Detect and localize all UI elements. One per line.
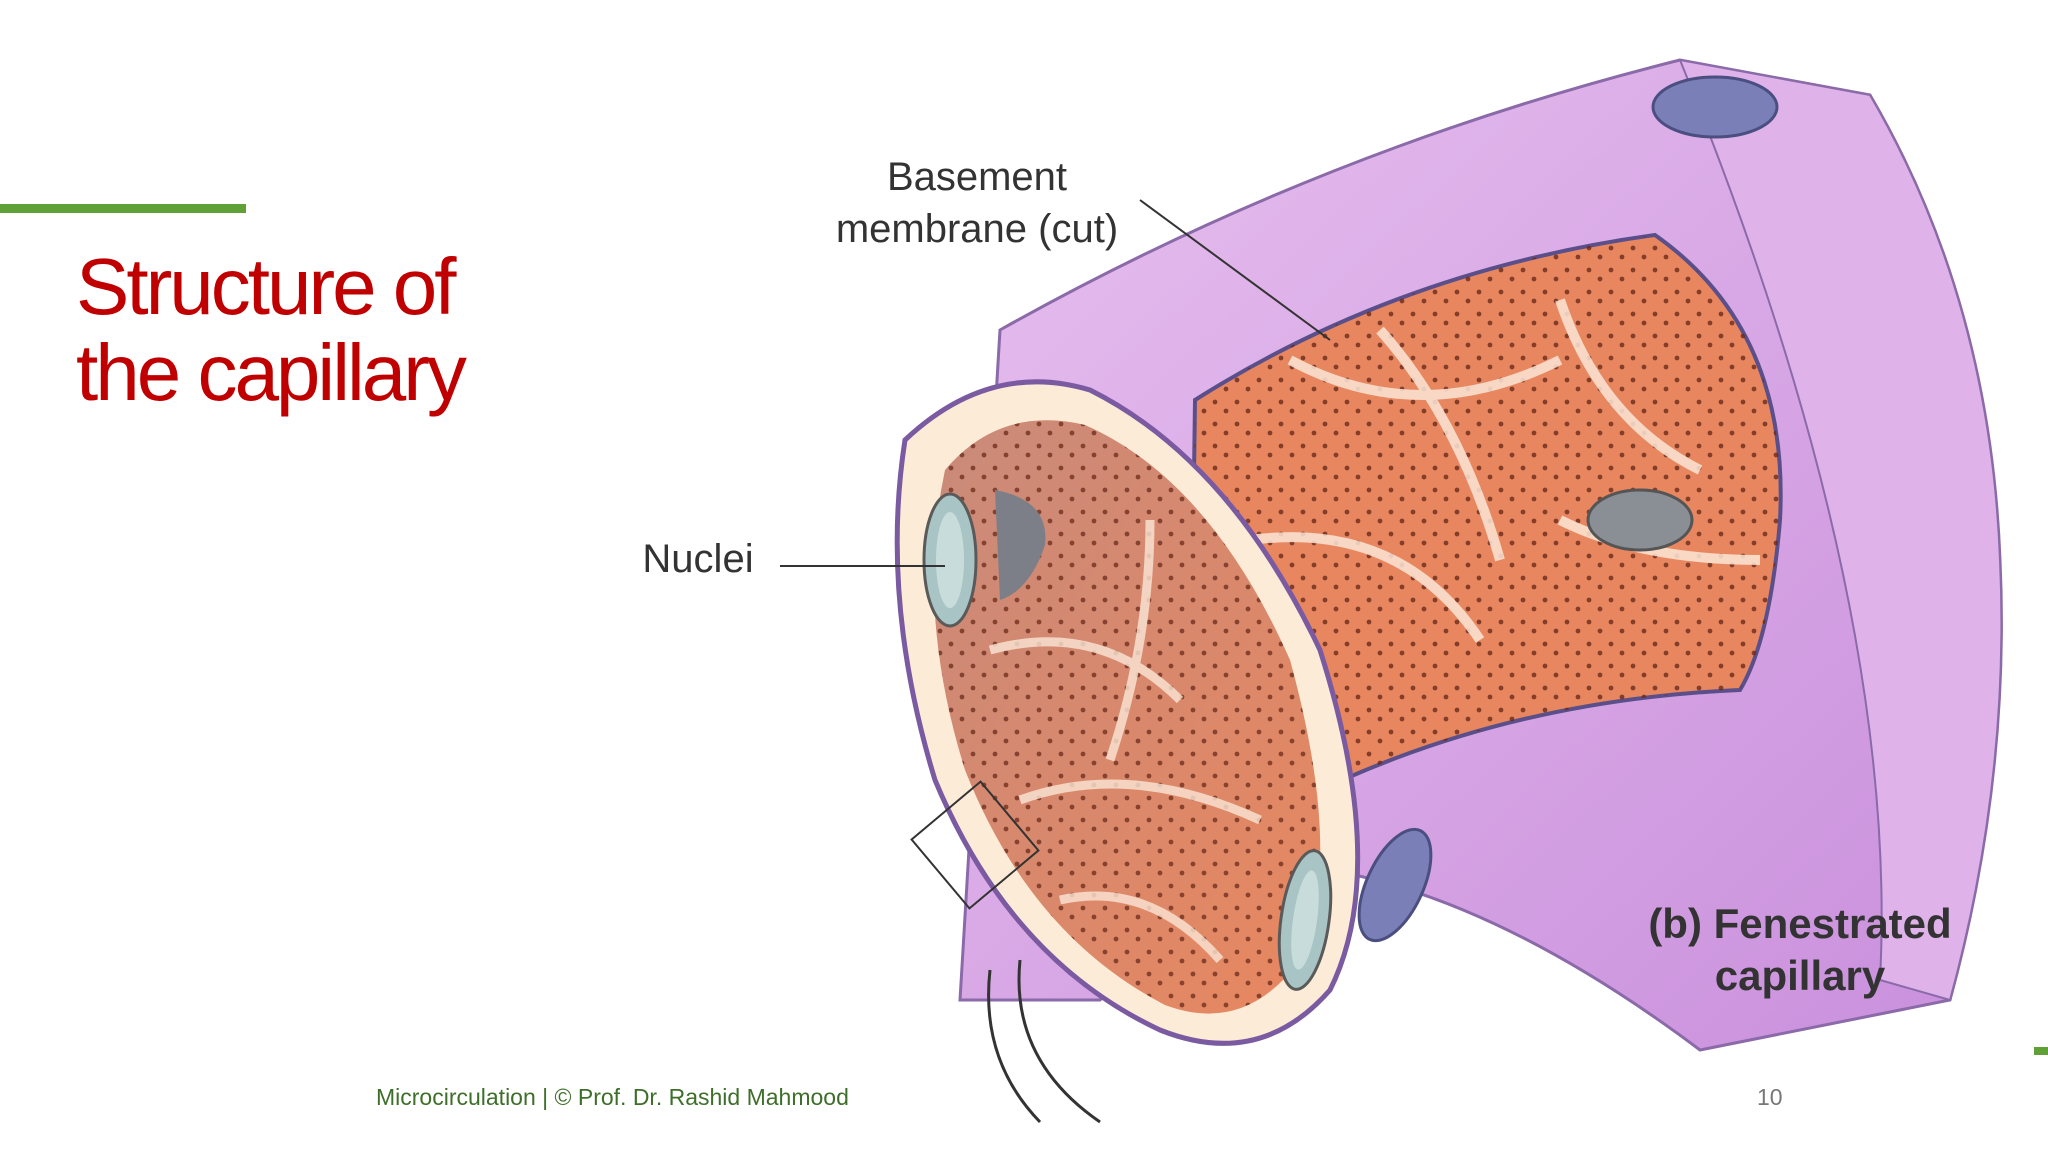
footer-text: Microcirculation | © Prof. Dr. Rashid Ma… — [376, 1084, 849, 1110]
nucleus-window — [1586, 488, 1694, 552]
label-basement-line-1: Basement — [887, 155, 1067, 199]
nucleus-outer-bottom — [1357, 827, 1433, 943]
caption-line-1: (b) Fenestrated — [1648, 900, 1951, 947]
fenestrated-capillary-illustration: Basement membrane (cut) Nuclei (b) Fenes… — [642, 58, 2003, 1124]
slide-title-line-1: Structure of — [76, 242, 457, 331]
label-nuclei: Nuclei — [642, 537, 753, 581]
basement-membrane-leader — [1139, 199, 1331, 341]
nucleus-outer-top — [1651, 75, 1779, 139]
accent-bar-left — [0, 204, 246, 213]
pointer-curve — [987, 969, 1042, 1124]
slide-title-line-2: the capillary — [76, 328, 467, 417]
accent-bar-right — [2034, 1047, 2048, 1055]
slide-title: Structure of the capillary — [76, 244, 596, 416]
label-basement-line-2: membrane (cut) — [836, 207, 1118, 251]
lumen-cell-boundaries — [988, 519, 1262, 963]
caption-line-2: capillary — [1715, 952, 1886, 999]
cell-boundaries — [1249, 298, 1761, 643]
vessel-end-face — [1678, 58, 2003, 1002]
detail-box — [910, 780, 1040, 910]
page-number: 10 — [1757, 1084, 1783, 1110]
